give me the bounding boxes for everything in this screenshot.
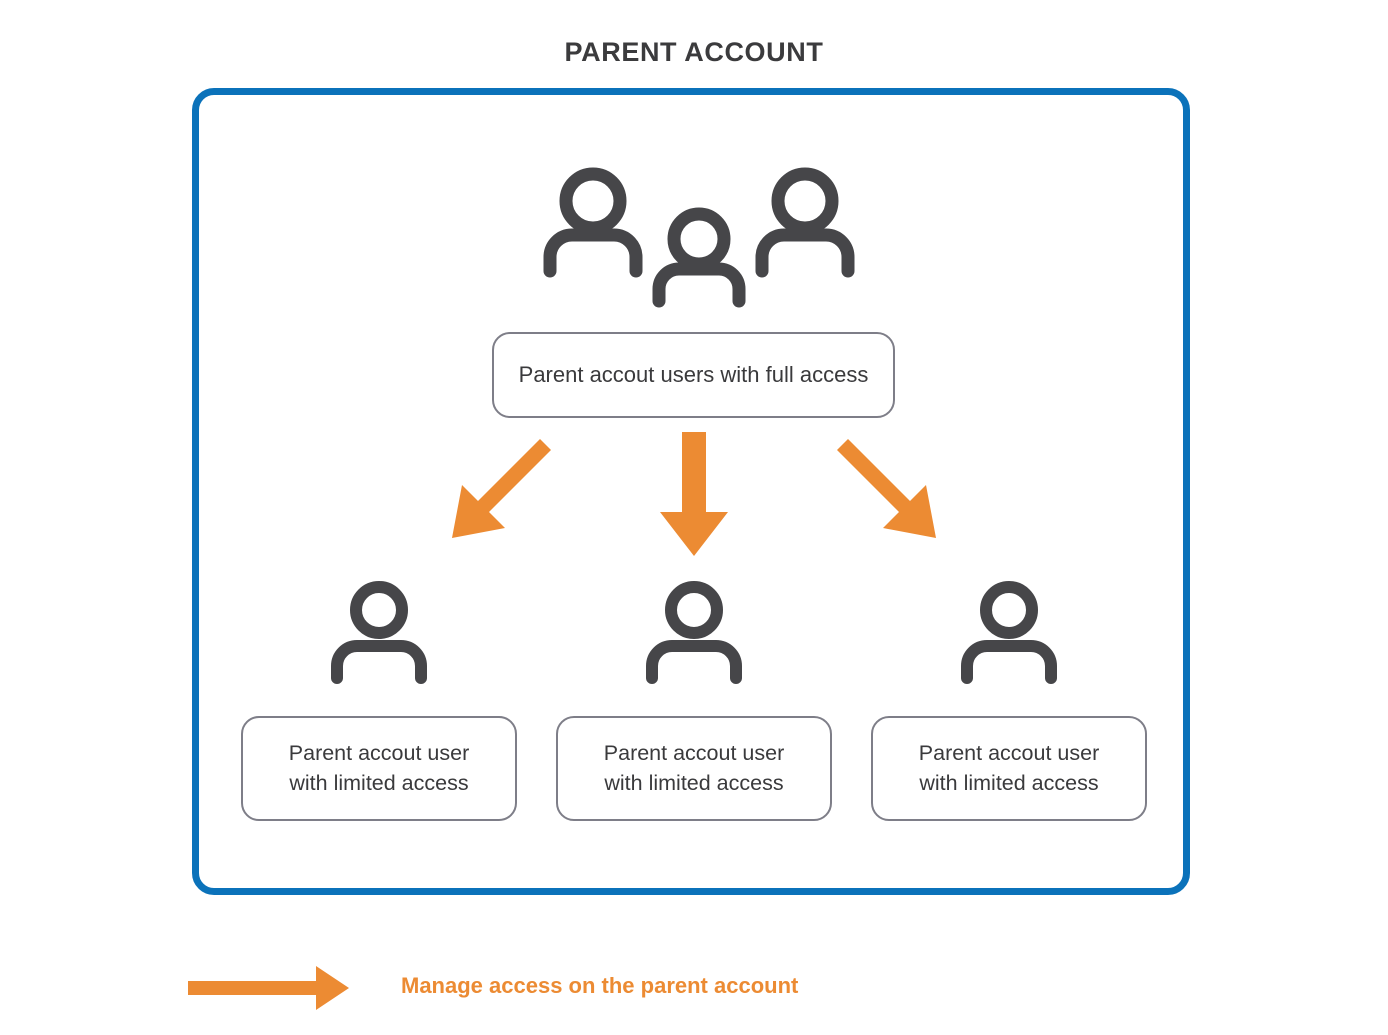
label-line-2: with limited access [289, 770, 469, 795]
single-user-icon [957, 580, 1061, 684]
label-line-1: Parent accout user [288, 740, 470, 765]
limited-access-label: Parent accout user with limited access [241, 716, 517, 821]
limited-access-label: Parent accout user with limited access [556, 716, 832, 821]
single-user-icon [642, 580, 746, 684]
legend: Manage access on the parent account [186, 958, 986, 1020]
group-of-users-icon [539, 163, 859, 308]
parent-users-full-access-label: Parent accout users with full access [492, 332, 895, 418]
page-title: PARENT ACCOUNT [564, 37, 824, 67]
label-line-2: with limited access [919, 770, 1099, 795]
limited-access-label-text: Parent accout user with limited access [604, 739, 784, 798]
right-arrow-icon [188, 966, 349, 1010]
single-user-icon [327, 580, 431, 684]
limited-access-label-text: Parent accout user with limited access [289, 739, 469, 798]
limited-access-label: Parent accout user with limited access [871, 716, 1147, 821]
top-label-text: Parent accout users with full access [518, 361, 869, 387]
label-line-1: Parent accout user [603, 740, 785, 765]
label-line-2: with limited access [604, 770, 784, 795]
limited-access-label-text: Parent accout user with limited access [919, 739, 1099, 798]
legend-text: Manage access on the parent account [401, 973, 799, 998]
label-line-1: Parent accout user [918, 740, 1100, 765]
